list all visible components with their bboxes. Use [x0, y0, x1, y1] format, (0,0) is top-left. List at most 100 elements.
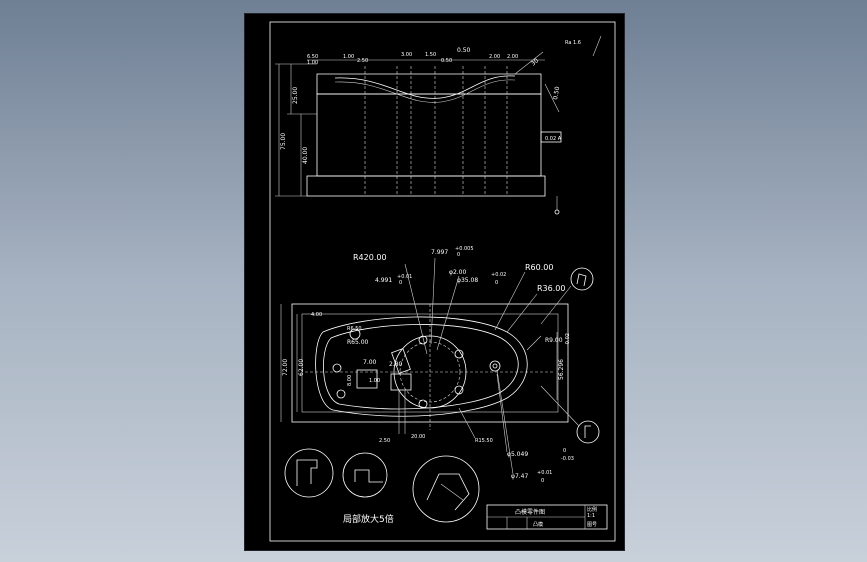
- button-hole: [489, 360, 501, 372]
- hole: [418, 399, 428, 409]
- detail-caption: 局部放大5倍: [343, 513, 394, 525]
- dim-r9: R9.00: [545, 337, 563, 344]
- detail-callout-mark: [576, 273, 587, 287]
- tol-5049-lower: -0.03: [561, 456, 574, 462]
- dim-r650: R6.50: [347, 326, 362, 332]
- punch-body: [316, 93, 542, 177]
- tol-56296: -0.02: [565, 333, 571, 346]
- dim-250: 2.50: [357, 58, 368, 64]
- hole: [418, 335, 428, 345]
- detail-b-shape: [354, 469, 383, 483]
- rib: [391, 348, 411, 374]
- detail-a: [284, 448, 334, 498]
- dim-75: 75.00: [280, 133, 287, 150]
- detail-views: 局部放大5倍: [284, 448, 480, 525]
- side-hole: [336, 389, 346, 399]
- dim-4991: 4.991: [375, 277, 392, 284]
- leader: [496, 369, 514, 475]
- mouse-profile-outer: [315, 316, 528, 417]
- detail-callout-circle: [576, 420, 600, 444]
- leader: [496, 373, 508, 453]
- datum-symbol: [554, 209, 560, 215]
- dim-r1550: R15.50: [475, 438, 493, 444]
- leader: [540, 385, 580, 427]
- title-block: 凸模零件图 凸模 比例 1:1 图号: [486, 504, 608, 530]
- dim-phi5049: φ5.049: [507, 451, 528, 458]
- tol-3508-lower: 0: [495, 280, 498, 286]
- datum-step: [540, 131, 562, 143]
- tol-7997-upper: +0.005: [455, 246, 474, 252]
- dim-phi35: φ35.08: [457, 277, 478, 284]
- dim-050b: 0.50: [441, 58, 452, 64]
- hole: [454, 349, 464, 359]
- sheet-border: [269, 21, 616, 542]
- leader: [494, 271, 526, 331]
- dim-100b: 1.00: [343, 54, 354, 60]
- dim-r36: R36.00: [537, 284, 565, 293]
- hole: [454, 385, 464, 395]
- punch-head: [316, 73, 542, 95]
- dim-r60: R60.00: [525, 263, 553, 272]
- title-drawing-no: 图号: [587, 522, 597, 528]
- detail-c-line: [440, 483, 464, 501]
- base-plate: [306, 175, 546, 197]
- dim-250b: 2.50: [379, 438, 390, 444]
- detail-c-shape: [426, 473, 470, 511]
- cad-drawing: 75.00 25.00 40.00 6.50 1.00 1.00 2.50 3.…: [269, 21, 616, 542]
- leader: [436, 275, 460, 351]
- title-small-a: 凸模: [533, 521, 543, 528]
- rib-block: [356, 369, 378, 389]
- dim-2000: 20.00: [411, 434, 425, 440]
- dim-650: 6.50: [307, 54, 318, 60]
- leader: [458, 407, 476, 439]
- side-hole: [332, 363, 342, 373]
- tol-7997-lower: 0: [457, 252, 460, 258]
- tol-4991-upper: +0.01: [397, 274, 412, 280]
- dim-25: 25.00: [292, 87, 299, 104]
- dim-62: 62.00: [298, 359, 305, 376]
- leader: [430, 257, 436, 345]
- leader: [540, 285, 572, 325]
- dim-100: 1.00: [369, 378, 380, 384]
- leader: [404, 263, 428, 355]
- dim-r050: 0.50: [552, 86, 561, 101]
- dim-angle-30: 30: [530, 57, 540, 67]
- plate-inner: [301, 313, 559, 413]
- dim-150: 1.50: [425, 52, 436, 58]
- dim-72: 72.00: [282, 359, 289, 376]
- title-text: 凸模零件图: [515, 508, 545, 516]
- dim-280: 2.80: [389, 361, 403, 368]
- dim-700: 7.00: [363, 359, 377, 366]
- dim-200b: 2.00: [507, 54, 518, 60]
- dim-050: 0.50: [457, 47, 471, 54]
- button-hole-inner: [492, 363, 498, 369]
- leader: [526, 335, 542, 351]
- corner-hole: [349, 328, 361, 340]
- dim-400: 4.00: [311, 312, 322, 318]
- roughness-symbol: [592, 35, 602, 57]
- plan-view: 72.00 62.00 56.296 -0.02 R420.00 7.997 +…: [280, 246, 600, 484]
- angle-leader: [514, 51, 544, 75]
- detail-callout-circle: [570, 267, 594, 291]
- dim-100: 1.00: [307, 60, 318, 66]
- dim-200: 2.00: [489, 54, 500, 60]
- dim-40: 40.00: [302, 147, 309, 164]
- top-profile-curve-inner: [334, 79, 516, 103]
- note-tolerance: 0.02 A: [545, 136, 562, 142]
- title-small-c: 1:1: [587, 513, 595, 519]
- dim-phi747: φ7.47: [511, 473, 529, 480]
- detail-b: [342, 452, 388, 498]
- dim-56296: 56.296: [558, 359, 565, 380]
- front-view: 75.00 25.00 40.00 6.50 1.00 1.00 2.50 3.…: [275, 35, 602, 215]
- tol-747-upper: +0.01: [537, 470, 552, 476]
- tol-3508-upper: +0.02: [491, 272, 506, 278]
- detail-a-shape: [296, 459, 318, 486]
- dim-r65: R65.00: [347, 339, 369, 346]
- dim-7997: 7.997: [431, 249, 448, 256]
- dim-r420: R420.00: [353, 253, 387, 262]
- detail-c: [412, 455, 480, 523]
- rib-block: [390, 373, 412, 391]
- roughness-note: Ra 1.6: [565, 40, 581, 46]
- detail-callout-mark: [584, 425, 591, 438]
- drawing-viewport: 75.00 25.00 40.00 6.50 1.00 1.00 2.50 3.…: [244, 13, 625, 551]
